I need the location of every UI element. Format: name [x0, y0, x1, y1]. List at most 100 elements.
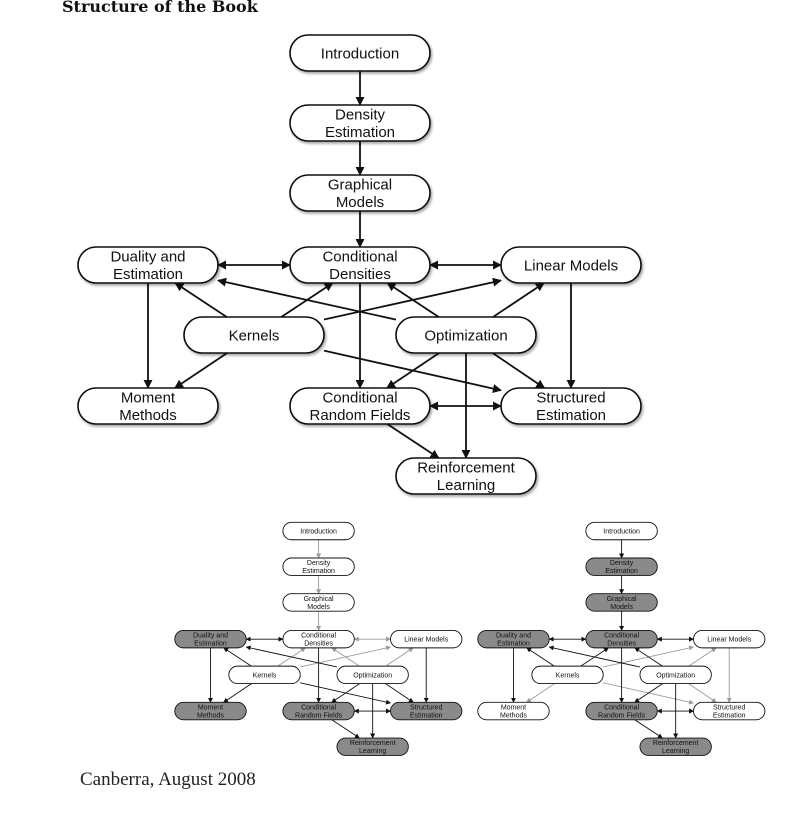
- main-node-label-duality-1: Estimation: [113, 266, 183, 283]
- course-one-node-label-crf-1: Random Fields: [295, 713, 343, 720]
- course-one-node-label-conddens-0: Conditional: [301, 633, 336, 640]
- course-one-node-label-moment-1: Methods: [197, 713, 224, 720]
- main-edge-optimization-to-structured: [492, 352, 546, 389]
- course-one-node-box-duality: [174, 629, 247, 649]
- course-one-node-box-rl: [336, 737, 409, 756]
- main-node-box-density: [289, 104, 431, 142]
- course-one-node-label-linear-0: Linear Models: [404, 637, 448, 644]
- course-one-node-label-kernels-0: Kernels: [253, 672, 277, 679]
- main-node-kernels: Kernels: [183, 316, 325, 354]
- course-one-edge-optimization-to-linear: [385, 647, 414, 667]
- main-edge-optimization-to-linear: [492, 282, 545, 318]
- main-edge-optimization-to-crf: [386, 352, 440, 389]
- page-heading: Structure of the Book: [62, 0, 258, 16]
- course-two-node-box-duality: [477, 629, 550, 649]
- main-node-label-structured-1: Estimation: [536, 407, 606, 424]
- main-edge-optimization-to-conddens: [386, 282, 440, 318]
- course-two-node-label-moment-0: Moment: [501, 704, 526, 711]
- course-one-node-box-kernels: [228, 665, 301, 685]
- main-node-box-moment: [77, 387, 219, 425]
- signature-line: Canberra, August 2008: [80, 769, 256, 790]
- course-one-node-label-structured-0: Structured: [410, 704, 442, 711]
- main-node-box-intro: [289, 34, 431, 72]
- course-one-node-optimization: Optimization: [336, 665, 409, 685]
- course-one-node-box-linear: [390, 629, 463, 649]
- course-one-node-box-intro: [282, 521, 355, 541]
- course-one-node-box-moment: [174, 701, 247, 721]
- main-edge-kernels-to-moment: [174, 352, 228, 389]
- course-two-node-label-rl-1: Learning: [662, 748, 689, 755]
- main-node-box-rl: [395, 457, 537, 495]
- course-two-node-optimization: Optimization: [639, 665, 712, 685]
- course-one-node-intro: Introduction: [282, 521, 355, 541]
- course-two-node-label-density-0: Density: [610, 560, 634, 567]
- course-two-node-box-conddens: [585, 629, 658, 649]
- main-node-label-optimization-0: Optimization: [424, 327, 507, 344]
- course-two-edge-optimization-to-duality: [548, 645, 641, 668]
- course-one-edge-crf-to-rl: [331, 719, 360, 739]
- course-one-node-linear: Linear Models: [390, 629, 463, 649]
- course-two-node-label-graphical-1: Models: [610, 604, 633, 611]
- course-one-node-label-duality-1: Estimation: [194, 641, 227, 648]
- course-one-edge-optimization-to-conddens: [331, 647, 360, 667]
- main-node-box-graphical: [289, 174, 431, 212]
- main-node-box-optimization: [395, 316, 537, 354]
- diagram-main: IntroductionDensityEstimationGraphicalMo…: [77, 34, 642, 495]
- main-edge-kernels-to-duality: [174, 282, 228, 318]
- main-node-box-crf: [289, 387, 431, 425]
- course-two-node-label-linear-0: Linear Models: [707, 637, 751, 644]
- main-node-label-crf-1: Random Fields: [310, 407, 411, 424]
- course-two-node-linear: Linear Models: [693, 629, 766, 649]
- course-two-node-label-intro-0: Introduction: [603, 528, 640, 535]
- course-one-node-label-graphical-0: Graphical: [304, 596, 334, 603]
- course-two-node-label-conddens-1: Densities: [607, 641, 636, 648]
- course-one-edge-optimization-to-structured: [385, 683, 414, 703]
- course-two-node-box-graphical: [585, 593, 658, 612]
- main-node-label-conddens-0: Conditional: [322, 249, 397, 266]
- main-node-label-rl-1: Learning: [437, 477, 495, 494]
- course-one-edge-kernels-to-moment: [223, 683, 252, 703]
- course-one-edge-optimization-to-crf: [331, 683, 360, 703]
- course-two-node-label-conddens-0: Conditional: [604, 633, 639, 640]
- main-node-label-density-1: Estimation: [325, 124, 395, 141]
- course-two-edge-crf-to-rl: [634, 719, 663, 739]
- course-two-node-label-structured-1: Estimation: [713, 713, 746, 720]
- course-two-node-label-moment-1: Methods: [500, 713, 527, 720]
- diagram-variant-course-one: IntroductionDensityEstimationGraphicalMo…: [174, 521, 463, 756]
- course-one-node-label-density-1: Estimation: [302, 568, 335, 575]
- course-one-edge-kernels-to-duality: [223, 647, 252, 667]
- course-one-node-label-rl-1: Learning: [359, 748, 386, 755]
- course-two-edge-kernels-to-moment: [526, 683, 555, 703]
- course-two-node-kernels: Kernels: [531, 665, 604, 685]
- main-node-optimization: Optimization: [395, 316, 537, 354]
- course-one-node-box-optimization: [336, 665, 409, 685]
- course-two-edge-kernels-to-duality: [526, 647, 555, 667]
- main-node-label-structured-0: Structured: [536, 390, 605, 407]
- main-node-label-intro-0: Introduction: [321, 45, 399, 62]
- course-two-edge-optimization-to-structured: [688, 683, 717, 703]
- course-two-node-box-kernels: [531, 665, 604, 685]
- course-two-edge-optimization-to-conddens: [634, 647, 663, 667]
- main-node-label-moment-1: Methods: [119, 407, 177, 424]
- course-two-node-label-kernels-0: Kernels: [556, 672, 580, 679]
- course-two-node-box-structured: [693, 701, 766, 721]
- course-two-node-box-optimization: [639, 665, 712, 685]
- course-two-node-label-rl-0: Reinforcement: [653, 740, 699, 747]
